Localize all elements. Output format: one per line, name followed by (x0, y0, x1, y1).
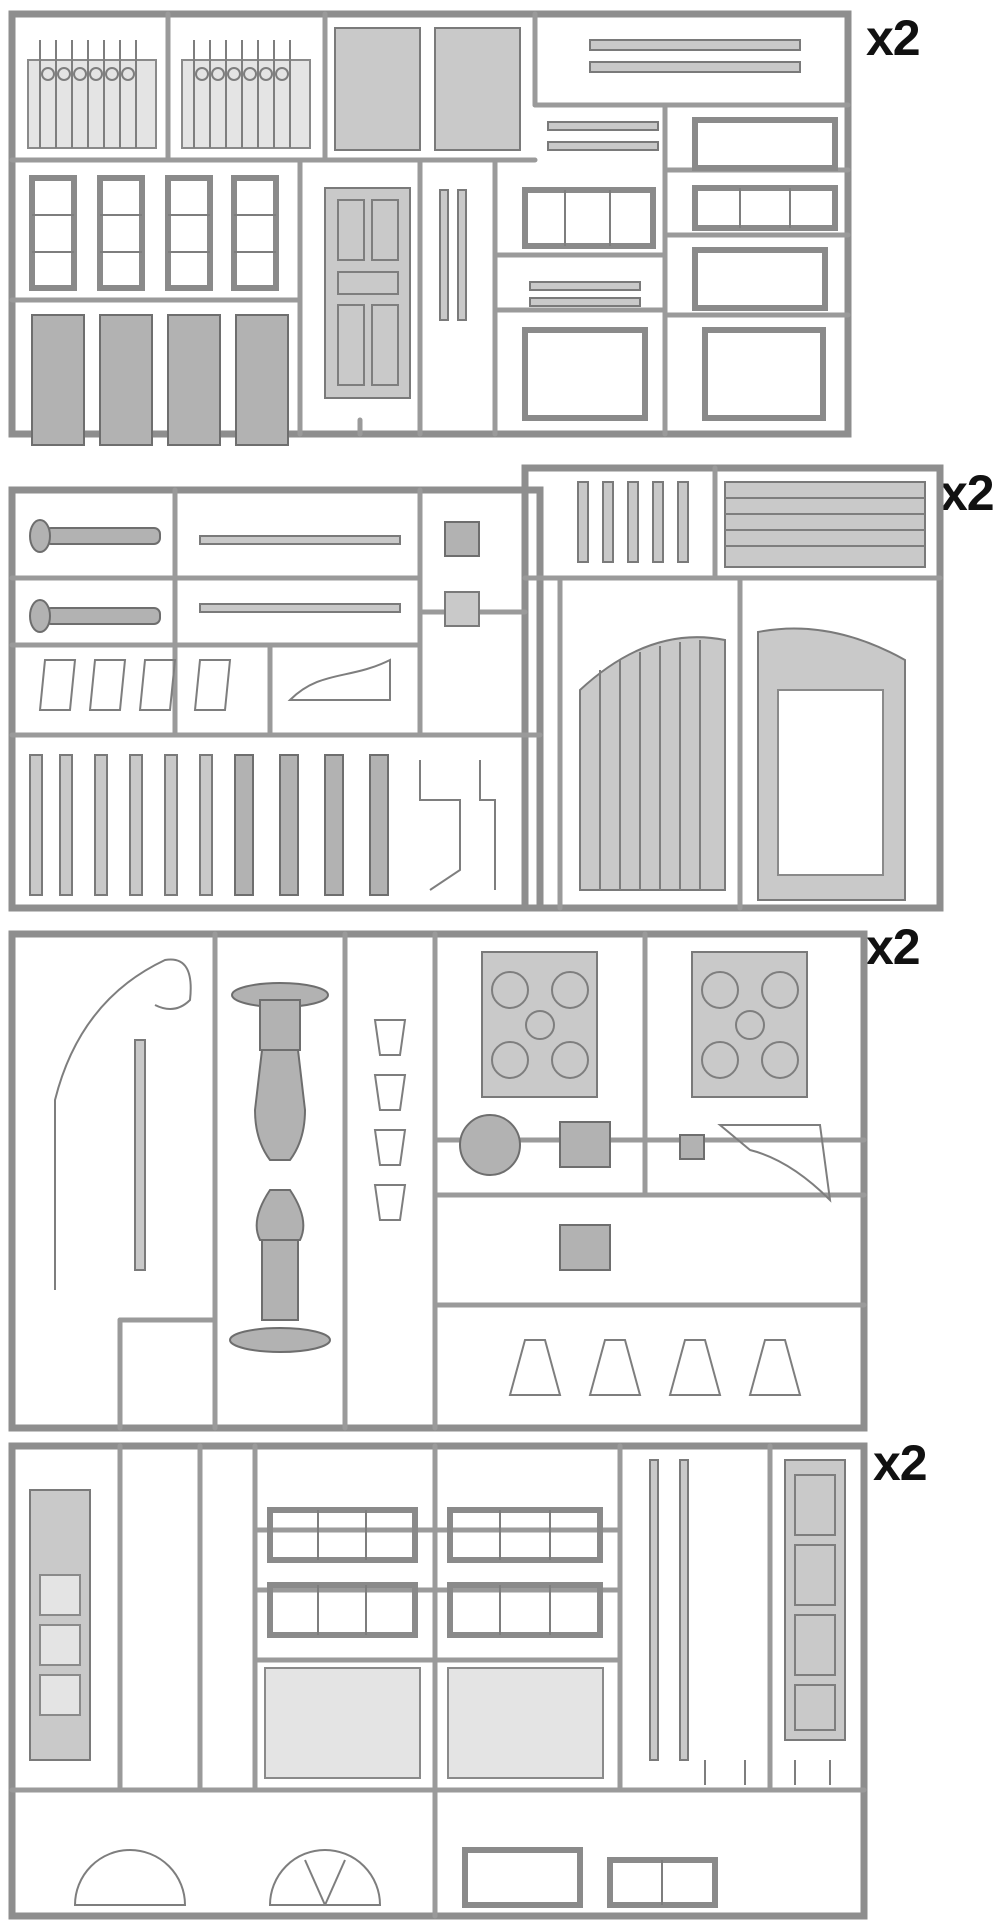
sprue-1-quantity: x2 (866, 10, 921, 66)
lantern-body-parts (508, 1339, 802, 1396)
rod-part (679, 1459, 689, 1761)
bar-parts (547, 39, 801, 151)
window-frame-part (522, 187, 656, 249)
sprue-3 (8, 930, 868, 1432)
window-frame-part (267, 1582, 418, 1638)
column-part (29, 519, 161, 633)
window-frame-part (267, 1507, 418, 1563)
lamp-base-part (444, 591, 480, 627)
shutter-part (434, 27, 521, 151)
planked-panel-part (724, 481, 926, 568)
window-frame-part (692, 117, 838, 171)
sprue-2-left-frame (8, 486, 544, 912)
louvered-shutter-part (31, 314, 289, 446)
window-frame-part (97, 175, 145, 291)
sprue-2-quantity: x2 (940, 465, 995, 521)
window-frame-part (165, 175, 213, 291)
round-cap-part (459, 1114, 521, 1176)
window-frame-part (29, 175, 77, 291)
window-frame-part (447, 1507, 603, 1563)
tall-window-part (29, 1489, 91, 1761)
fanlight-part (73, 1849, 187, 1906)
square-cap-part (559, 1121, 611, 1168)
ornate-bracket-part (717, 1124, 832, 1203)
fence-part (27, 40, 157, 149)
sprue-2-right-frame (521, 464, 944, 912)
small-cap-part (679, 1134, 705, 1160)
window-frame-part (462, 1847, 583, 1908)
baluster-parts (577, 481, 689, 563)
sprue-4-frame (8, 1442, 868, 1920)
window-frame-part (231, 175, 279, 291)
door-opening (777, 689, 884, 876)
ornate-grille-part (481, 951, 598, 1098)
bracket-parts (38, 658, 391, 711)
glazing-part (447, 1667, 604, 1779)
sprue-1-frame (8, 10, 852, 438)
pipe-parts (199, 535, 401, 613)
rod-part (134, 1039, 146, 1271)
lamp-cap-part (444, 521, 480, 557)
window-frame-part (522, 327, 648, 421)
door-part (784, 1459, 846, 1741)
rod-part (649, 1459, 659, 1761)
window-frame-part (692, 185, 838, 231)
lamp-arm-part (54, 958, 192, 1290)
downpipe-parts (29, 754, 496, 896)
shutter-part (334, 27, 421, 151)
sprue-4 (8, 1442, 868, 1920)
sprue-2 (8, 464, 944, 912)
window-frame-part (447, 1582, 603, 1638)
sprue-4-quantity: x2 (873, 1435, 928, 1491)
fanlight-part (268, 1849, 382, 1906)
window-frame-part (692, 247, 828, 311)
sprue-3-quantity: x2 (866, 919, 921, 975)
lantern-pane-parts (373, 1019, 407, 1221)
lamp-post-part (229, 982, 331, 1353)
sprue-3-frame (8, 930, 868, 1432)
glazing-part (264, 1667, 421, 1779)
ornate-grille-part (691, 951, 808, 1098)
bar-parts (439, 189, 641, 321)
peg-parts (704, 1760, 831, 1785)
arched-door-part (579, 636, 726, 891)
window-frame-part (702, 327, 826, 421)
fence-part (181, 40, 311, 149)
sprue-1 (8, 10, 852, 446)
square-cap-part (559, 1224, 611, 1271)
door-part (324, 187, 411, 399)
